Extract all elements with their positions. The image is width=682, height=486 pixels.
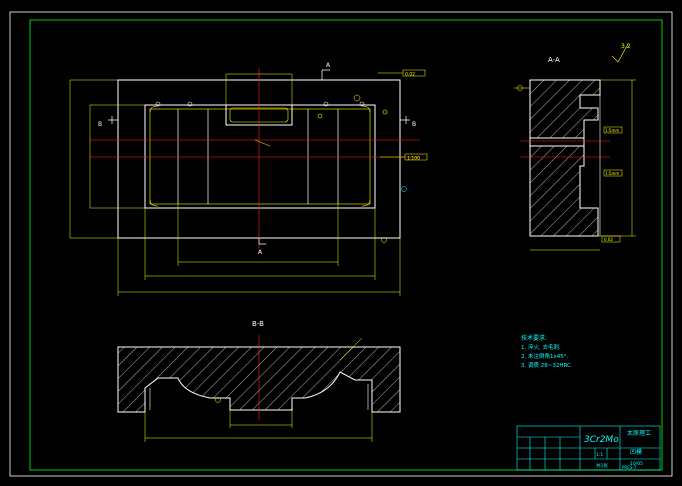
title-part-name: 凹模 (630, 448, 642, 456)
section-aa-title: A-A (548, 56, 560, 64)
tech-requirement-2: 2. 未注倒角1x45°. (521, 352, 568, 360)
section-mark-b-right: B (412, 121, 416, 128)
plan-cavity-outline (144, 104, 376, 209)
tech-requirements-heading: 技术要求: (521, 334, 547, 342)
tech-requirement-1: 1. 淬火, 去毛刺. (521, 343, 561, 351)
section-aa-view (514, 43, 636, 251)
section-mark-a-top: A (326, 62, 331, 69)
section-mark-a-bottom: A (258, 249, 263, 256)
title-code: PRES-7 (622, 465, 637, 470)
title-school: 太原理工 (627, 429, 651, 437)
inner-frame (29, 19, 663, 471)
callout-flatness: 0.02 (405, 72, 415, 78)
section-aa-hatched-body (529, 79, 601, 139)
plan-view (69, 68, 428, 296)
title-drawing-no: 10/05 (630, 461, 643, 467)
title-material: 3Cr2Mo (584, 435, 619, 445)
aa-callout-1: 1:5mm (605, 128, 619, 133)
section-mark-b-left: B (98, 121, 102, 128)
aa-callout-3: 0.02 (604, 237, 613, 242)
section-bb-title: B-B (252, 320, 264, 328)
outer-frame (9, 11, 673, 477)
aa-callout-2: 1:5mm (605, 171, 619, 176)
title-block (516, 425, 661, 471)
section-bb-view (117, 335, 401, 442)
callout-ratio: 1:100 (407, 156, 420, 162)
title-scale: 1:1 (596, 452, 603, 458)
roughness-symbol: 3.2 (621, 43, 631, 50)
title-sheet: 共1张 (596, 462, 608, 469)
tech-requirement-3: 3. 调质 28~32HRC. (521, 361, 573, 369)
plan-cavity-inner (149, 108, 371, 205)
